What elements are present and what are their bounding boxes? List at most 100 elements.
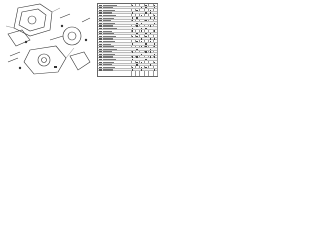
applicability-mark [136, 61, 138, 63]
part-number-cell [99, 38, 102, 40]
part-name-cell [103, 59, 116, 61]
applicability-mark [145, 66, 147, 69]
applicability-mark [154, 61, 156, 63]
part-number-cell [99, 30, 102, 32]
applicability-mark [140, 53, 143, 56]
applicability-mark [140, 69, 143, 71]
applicability-mark [145, 51, 147, 53]
part-name-cell [103, 38, 113, 40]
gasket [7, 29, 31, 47]
washer-4 [84, 38, 88, 42]
part-number-cell [99, 64, 102, 66]
applicability-mark [132, 58, 134, 61]
housing-inner [18, 8, 47, 32]
applicability-mark [149, 9, 151, 12]
applicability-mark [149, 12, 151, 14]
parts-diagram-page [0, 0, 160, 80]
washer-2 [60, 24, 64, 28]
washer-1 [24, 40, 28, 44]
part-name-cell [103, 22, 115, 24]
part-number-cell [99, 61, 102, 63]
part-number-cell [99, 69, 102, 71]
table-row [98, 53, 157, 56]
applicability-mark [140, 40, 143, 43]
shaft-line [49, 35, 64, 41]
applicability-mark [145, 58, 147, 61]
part-number-cell [99, 17, 102, 19]
clip [54, 66, 57, 68]
part-name-cell [103, 43, 111, 45]
part-number-cell [99, 20, 102, 22]
applicability-mark [154, 69, 156, 71]
leader-line-2 [5, 25, 15, 29]
applicability-mark [154, 22, 156, 25]
applicability-mark [154, 4, 156, 6]
applicability-mark [145, 35, 147, 38]
part-number-cell [99, 43, 102, 45]
bolt-3 [59, 13, 71, 19]
part-number-cell [99, 9, 102, 11]
part-name-cell [103, 66, 115, 69]
applicability-mark [140, 66, 143, 69]
table-row [98, 4, 157, 7]
gear-housing [62, 26, 82, 46]
applicability-mark [149, 25, 151, 27]
table-row [98, 30, 157, 33]
part-name-cell [103, 30, 112, 32]
applicability-mark [136, 48, 138, 50]
part-number-cell [99, 46, 102, 48]
applicability-mark [154, 14, 156, 17]
part-number-cell [99, 22, 102, 24]
part-number-cell [99, 4, 102, 6]
applicability-mark [132, 66, 134, 69]
table-row [98, 48, 157, 51]
applicability-mark [145, 20, 147, 22]
table-row [98, 22, 157, 25]
applicability-mark [154, 53, 156, 56]
applicability-mark [149, 48, 151, 50]
part-name-cell [103, 56, 113, 58]
part-number-cell [99, 66, 102, 69]
part-name-cell [103, 12, 112, 14]
applicability-mark [136, 40, 138, 43]
part-number-cell [99, 25, 102, 27]
lower-bore-inner [41, 57, 47, 63]
applicability-mark [140, 7, 143, 9]
applicability-mark [136, 33, 138, 35]
part-number-cell [99, 7, 102, 9]
applicability-mark [136, 35, 138, 38]
applicability-mark [154, 17, 156, 19]
part-number-cell [99, 59, 102, 61]
applicability-mark [145, 43, 147, 45]
applicability-mark [140, 22, 143, 25]
table-row [98, 58, 157, 62]
lower-body [23, 45, 67, 75]
table-row [98, 56, 157, 59]
applicability-mark [154, 38, 156, 40]
washer-3 [18, 66, 22, 70]
applicability-mark [132, 30, 134, 32]
table-row [98, 40, 157, 43]
part-name-cell [103, 33, 114, 35]
table-row [98, 32, 157, 36]
leader-line-3 [65, 47, 75, 59]
applicability-mark [132, 51, 134, 53]
table-row [98, 61, 157, 64]
applicability-mark [136, 17, 138, 19]
applicability-mark [145, 27, 147, 30]
part-name-cell [103, 20, 111, 22]
applicability-mark [154, 56, 156, 58]
table-row [98, 68, 157, 72]
part-name-cell [103, 69, 113, 71]
table-row [98, 14, 157, 17]
bolt-2 [7, 57, 19, 63]
applicability-mark [154, 7, 156, 9]
table-row [98, 63, 157, 67]
part-number-cell [99, 14, 102, 17]
table-row [98, 11, 157, 15]
applicability-mark [149, 56, 151, 58]
part-name-cell [103, 7, 113, 9]
table-row [98, 6, 157, 10]
exploded-parts-diagram [0, 0, 96, 80]
table-row [98, 66, 157, 69]
